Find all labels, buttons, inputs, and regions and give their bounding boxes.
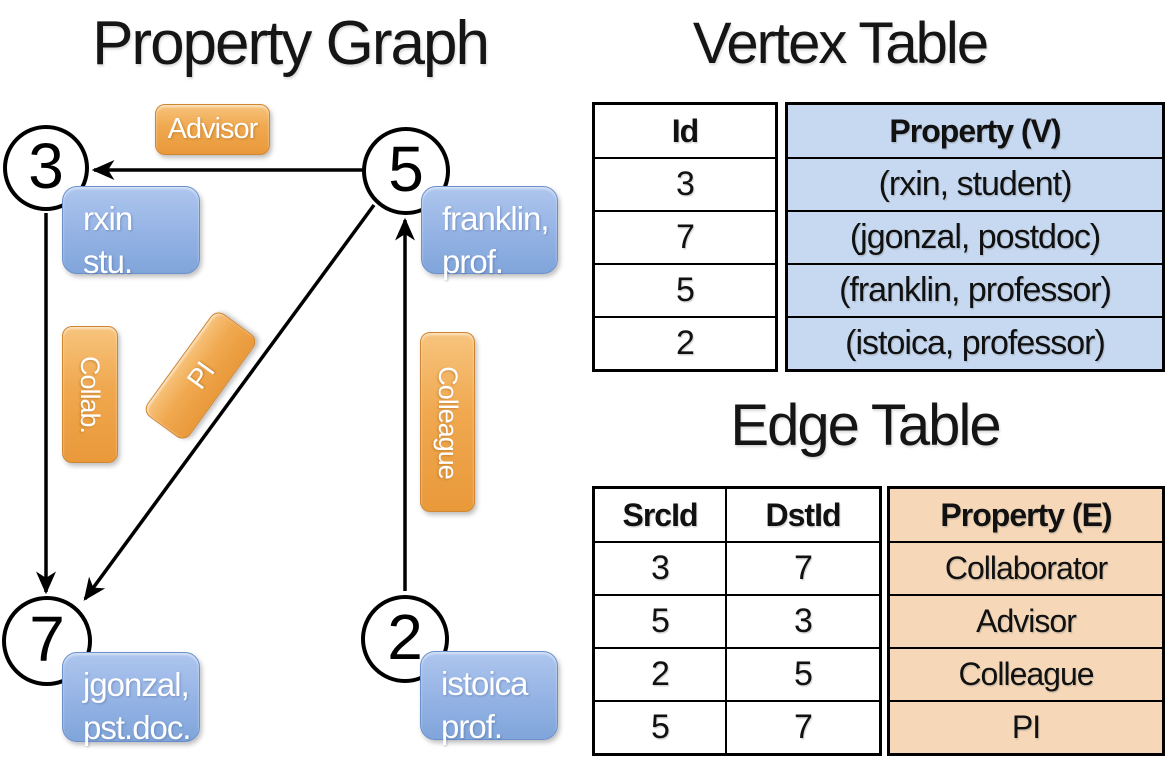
callout-2-line1: istoica [441,665,529,702]
callout-5-line2: prof. [442,243,504,280]
property-graph-title: Property Graph [92,9,490,78]
edge-table-dst-cell: 7 [794,708,813,746]
callout-7-line1: jgonzal, [83,666,190,703]
edge-table-title: Edge Table [730,393,1001,458]
edge-table-row: 5 3 [595,594,879,647]
edge-table-src-cell: 2 [595,649,727,700]
edge-table-src-cell: 5 [595,702,727,753]
vertex-table-property-cell: (franklin, professor) [788,263,1162,316]
callout-3-line2: stu. [83,243,133,280]
callout-vertex-3: rxin stu. [62,186,200,280]
vertex-table-property-header: Property (V) [889,112,1061,149]
edge-table-property-header: Property (E) [940,496,1112,533]
edge-table-dstid-header: DstId [765,496,842,533]
graph-edge-lines [35,159,416,601]
edge-label-colleague: Colleague [420,332,475,512]
callout-vertex-7: jgonzal, pst.doc. [62,652,200,746]
vertex-table-property-column: Property (V) (rxin, student) (jgonzal, p… [785,102,1165,372]
callout-5-line1: franklin, [442,200,550,237]
edge-table-src-cell: 3 [595,543,727,594]
edge-label-collab: Collab. [62,326,118,463]
callout-2-line2: prof. [441,708,503,745]
vertex-table-id-header: Id [671,112,699,149]
vertex-table-id-column: Id 3 7 5 2 [592,102,778,372]
edge-table-property-cell: Collaborator [890,541,1162,594]
vertex-id-7: 7 [29,603,65,675]
edge-table-property-cell: PI [890,700,1162,753]
vertex-table-id-cell: 7 [595,210,775,263]
edge-table-src-cell: 5 [595,596,727,647]
edge-table-srcid-header: SrcId [595,489,727,541]
vertex-table-id-cell: 3 [595,157,775,210]
vertex-table-property-cell: (istoica, professor) [788,316,1162,369]
vertex-id-2: 2 [387,601,423,673]
edge-pi-5-to-7 [83,203,376,601]
callout-vertex-2: istoica prof. [420,651,558,745]
vertex-id-5: 5 [388,133,424,205]
edge-table-dst-cell: 5 [794,655,813,693]
edge-label-advisor-text: Advisor [167,113,259,145]
edge-table-src-dst-columns: SrcId DstId 3 7 5 3 2 5 5 7 [592,486,882,756]
vertex-table-id-cell: 5 [595,263,775,316]
edge-table-property-column: Property (E) Collaborator Advisor Collea… [887,486,1165,756]
edge-table-dst-cell: 7 [794,549,813,587]
edge-table-row: 5 7 [595,700,879,753]
callout-7-line2: pst.doc. [83,709,192,746]
vertex-circle-5: 5 [362,127,450,215]
vertex-table-title: Vertex Table [692,11,989,76]
edge-table-row: 3 7 [595,541,879,594]
edge-table-property-cell: Colleague [890,647,1162,700]
callout-3-line1: rxin [83,200,133,237]
vertex-table-property-cell: (rxin, student) [788,157,1162,210]
edge-table-header-row: SrcId DstId [595,489,879,541]
vertex-table-id-cell: 2 [595,316,775,369]
edge-table-property-cell: Advisor [890,594,1162,647]
edge-label-collab-text: Collab. [75,355,106,434]
edge-label-advisor: Advisor [155,104,270,155]
edge-table-row: 2 5 [595,647,879,700]
vertex-table-property-cell: (jgonzal, postdoc) [788,210,1162,263]
vertex-id-3: 3 [28,130,64,202]
edge-label-colleague-text: Colleague [433,365,463,479]
callout-vertex-5: franklin, prof. [421,186,558,280]
edge-table-dst-cell: 3 [794,602,813,640]
vertex-circle-2: 2 [361,595,449,683]
edge-label-pi-text: PI [180,356,220,395]
